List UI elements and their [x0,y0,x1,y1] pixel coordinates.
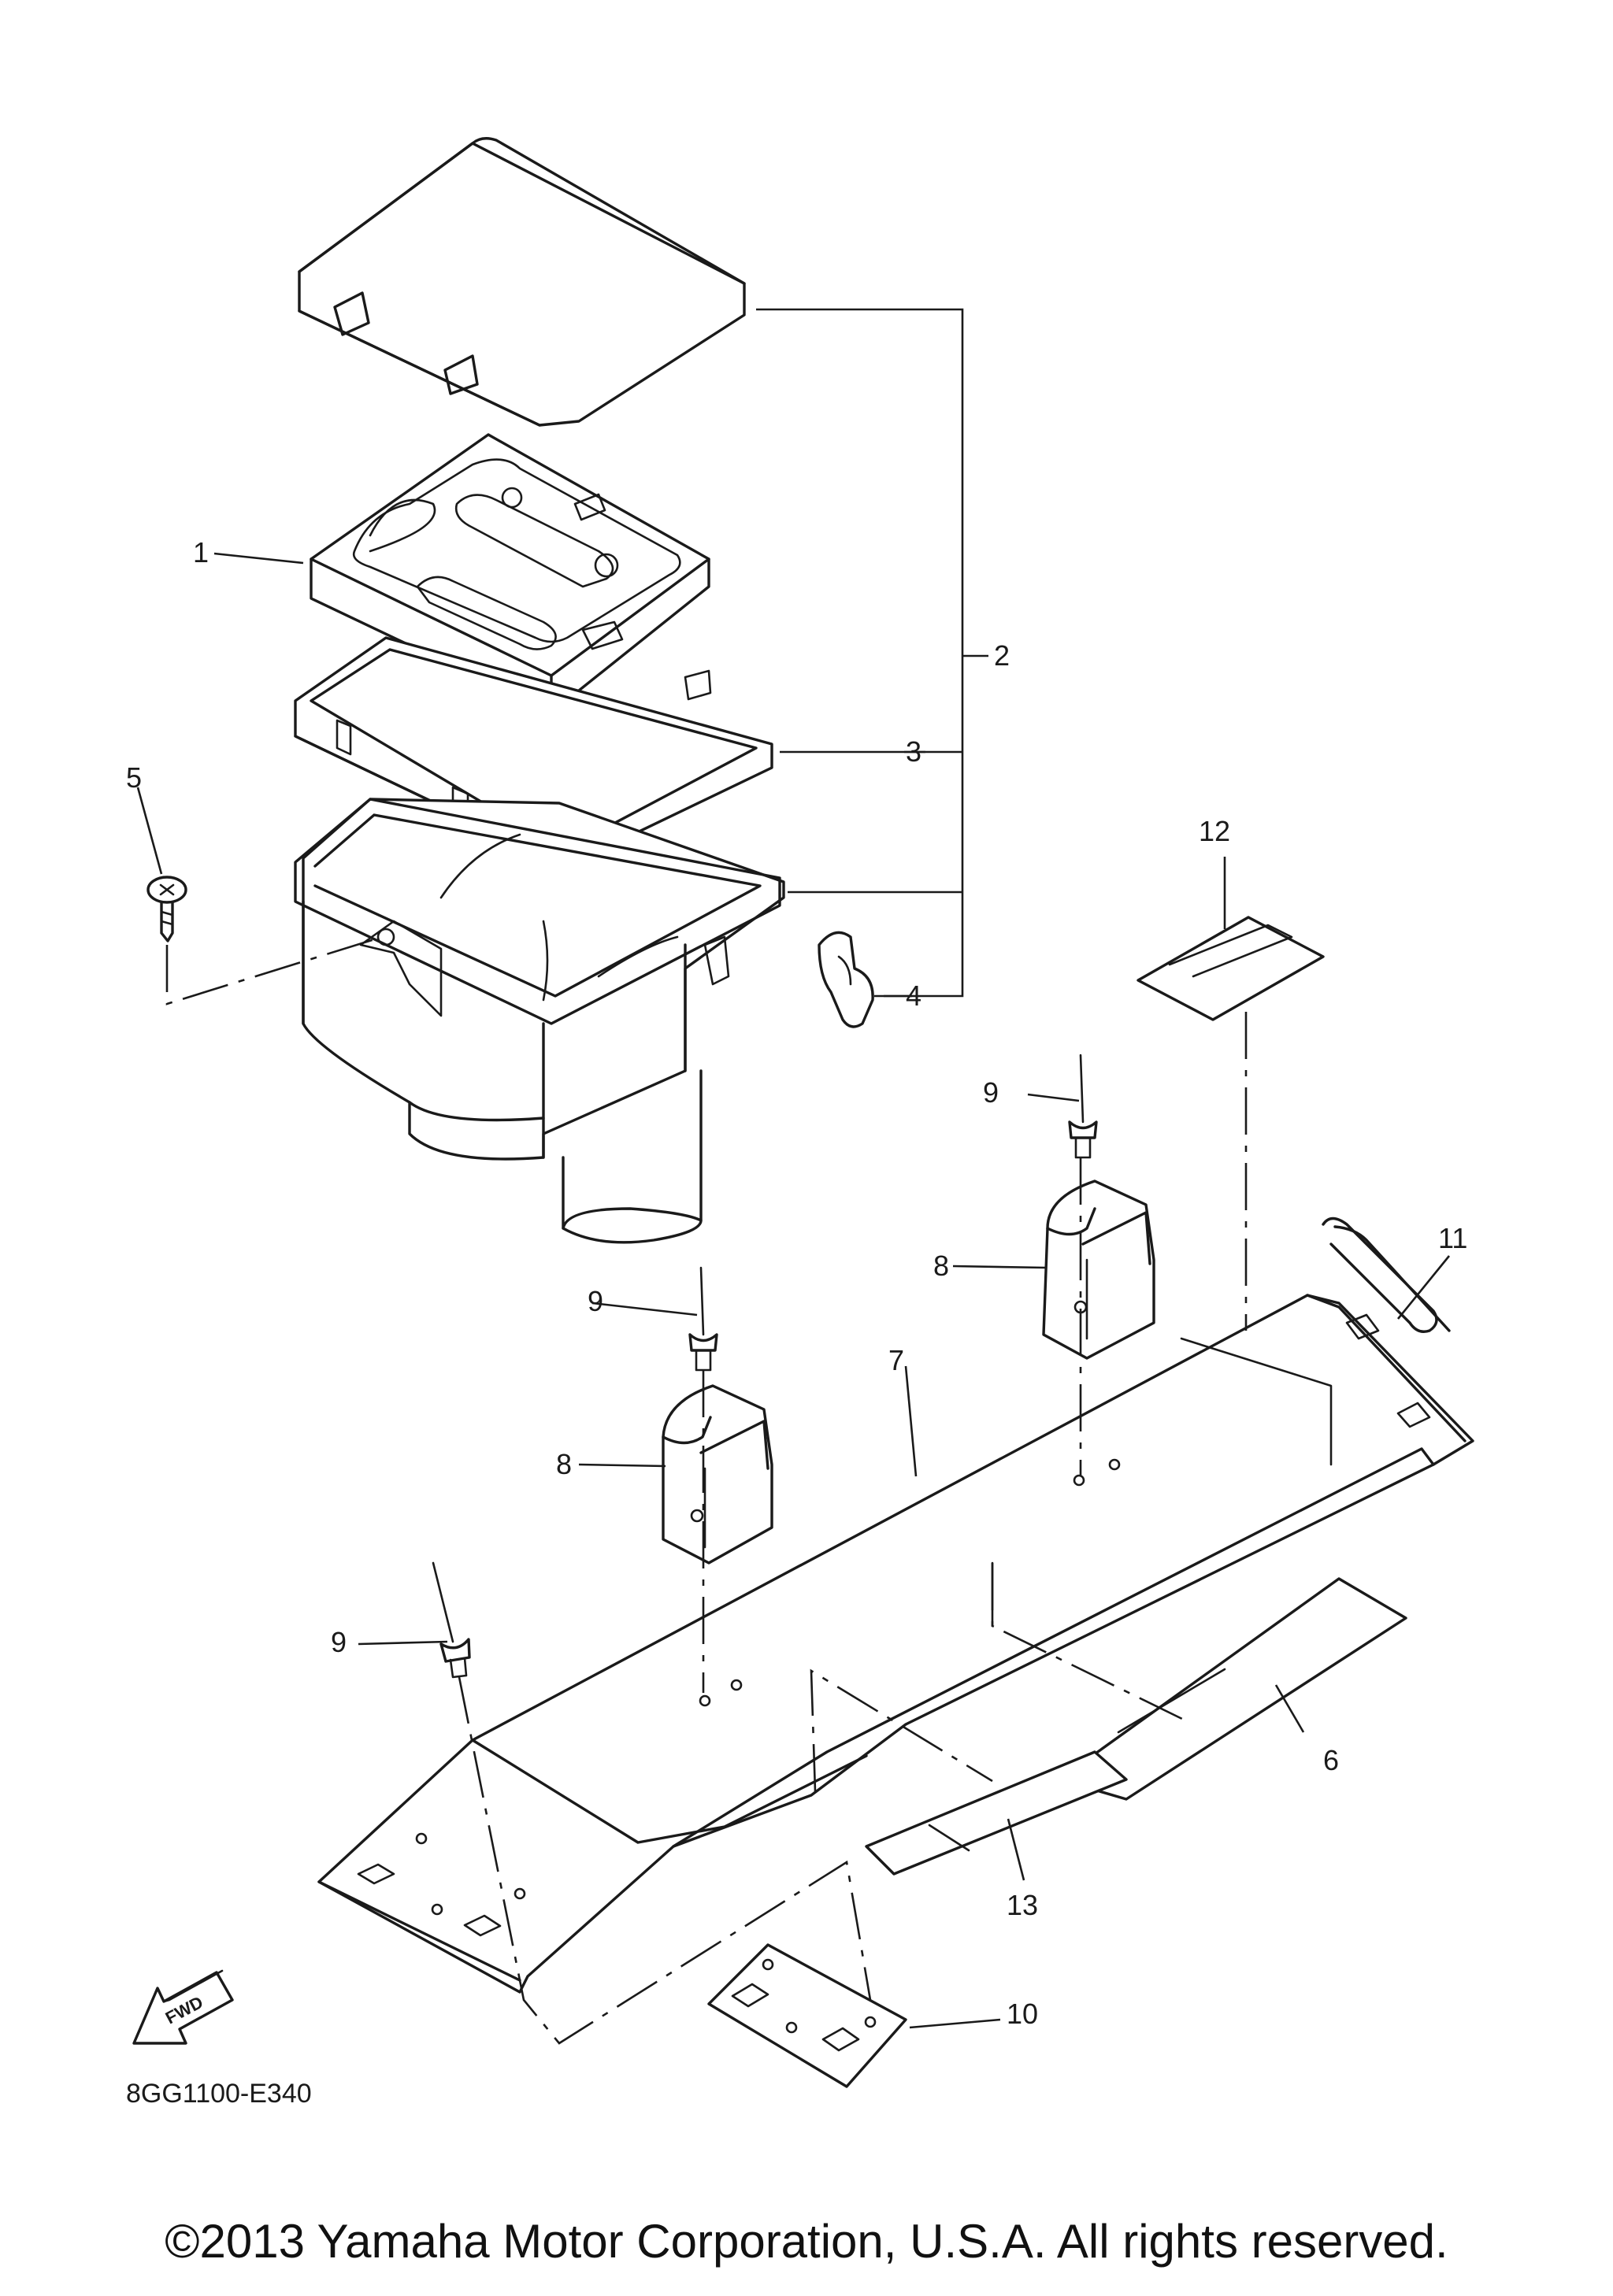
screw-part-5 [146,876,187,942]
callout-10: 10 [1007,1998,1038,2030]
callout-9-upper: 9 [983,1076,999,1109]
callout-2: 2 [994,639,1010,672]
leader-lines [136,308,1451,2029]
storage-tray [317,1294,1474,1994]
callout-7: 7 [888,1344,904,1376]
callout-9-left: 9 [331,1626,347,1658]
bracket-upper [1042,1179,1155,1360]
callout-9-middle: 9 [588,1285,603,1317]
callout-3: 3 [906,735,921,768]
tool-tray [310,433,710,714]
clip-part-4 [818,931,874,1028]
rivet-middle [688,1266,718,1372]
callout-11: 11 [1438,1222,1467,1254]
centerlines [165,935,1248,2045]
mat-part-6 [1058,1577,1407,1801]
callout-8-upper: 8 [933,1250,949,1282]
rivet-left [432,1561,471,1679]
rivet-upper [1068,1054,1098,1159]
label-part-12 [1137,916,1325,1021]
callout-8-lower: 8 [556,1448,572,1480]
box-body [294,798,785,1244]
fwd-arrow-icon: FWD [132,1969,234,2045]
plate-part-10 [707,1943,907,2088]
callout-12: 12 [1199,815,1230,847]
callout-4: 4 [906,980,921,1012]
rod-part-11 [1322,1217,1451,1333]
bracket-lower [662,1384,773,1565]
diagram-code: 8GG1100-E340 [126,2079,312,2109]
callout-6: 6 [1323,1744,1339,1776]
callouts: 1 2 3 4 5 6 7 8 8 9 9 9 10 11 12 13 [126,536,1467,2030]
mat-part-13 [865,1750,1128,1876]
callout-13: 13 [1007,1889,1038,1921]
callout-5: 5 [126,761,142,794]
box-lid [298,137,746,427]
copyright-notice: ©2013 Yamaha Motor Corporation, U.S.A. A… [165,2215,1448,2268]
callout-1: 1 [193,536,209,568]
